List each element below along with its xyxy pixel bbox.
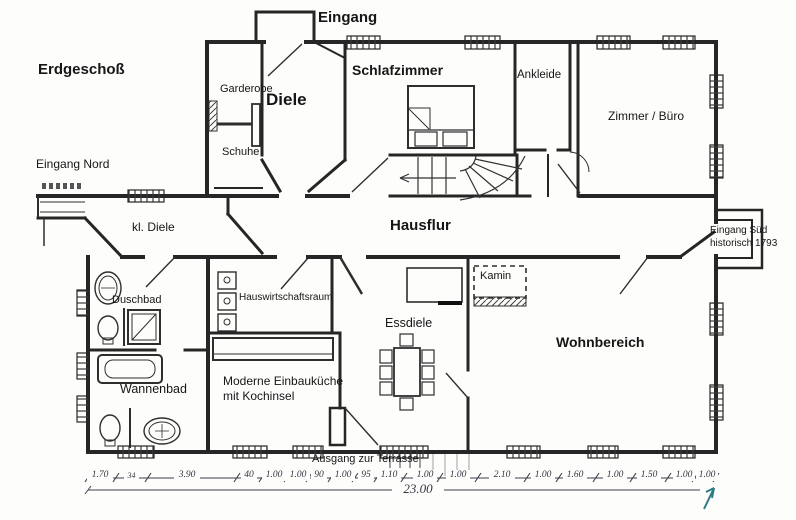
label-eingang: Eingang bbox=[318, 9, 378, 26]
dining-table-icon bbox=[379, 333, 435, 411]
dimension-value: 1.00 bbox=[673, 470, 695, 481]
label-eingang-sued: Eingang Süd bbox=[710, 225, 768, 236]
dimension-total: 23.00 bbox=[392, 482, 444, 495]
entrance-steps-icon bbox=[37, 183, 85, 246]
dimension-value: 1.70 bbox=[87, 470, 113, 481]
label-kueche-line2: mit Kochinsel bbox=[223, 389, 295, 403]
bath-partition-walls bbox=[123, 308, 131, 448]
bed-icon bbox=[407, 85, 475, 149]
label-essdiele: Essdiele bbox=[385, 316, 433, 330]
label-ausgang-terrasse: Ausgang zur Terrasse bbox=[312, 453, 419, 465]
bathtub-icon bbox=[97, 354, 163, 384]
toilet-icon bbox=[97, 315, 121, 447]
dimension-value: 90 bbox=[311, 470, 327, 481]
dimension-value: 1.00 bbox=[531, 470, 555, 481]
inner-walls bbox=[36, 10, 764, 454]
label-hauswirtschaftsraum: Hauswirtschaftsraum bbox=[239, 292, 333, 303]
washbasin-icon bbox=[94, 271, 181, 445]
door-leaves bbox=[145, 43, 649, 446]
label-eingang-sued-year: historisch 1793 bbox=[710, 238, 778, 249]
dimension-value: 1.00 bbox=[286, 470, 310, 481]
label-kl-diele: kl. Diele bbox=[132, 220, 175, 234]
windows bbox=[76, 35, 724, 459]
fireplace-icon bbox=[473, 265, 527, 307]
dimension-value: 1.00 bbox=[262, 470, 286, 481]
dimension-value: 1.00 bbox=[446, 470, 470, 481]
dimension-value: 1.50 bbox=[637, 470, 661, 481]
label-duschbad: Duschbad bbox=[112, 294, 162, 306]
wardrobe-icon bbox=[208, 100, 261, 147]
sideboard-icon bbox=[406, 267, 463, 305]
dimension-value: 1.00 bbox=[696, 470, 718, 481]
stairs-icon bbox=[399, 155, 526, 201]
label-zimmer-buero: Zimmer / Büro bbox=[608, 109, 685, 123]
appliances-icon bbox=[217, 271, 237, 332]
kitchen-counter-icon bbox=[212, 337, 334, 361]
dimension-value: 3.90 bbox=[174, 470, 200, 481]
floor-title: Erdgeschoß bbox=[38, 61, 125, 78]
label-garderobe: Garderobe bbox=[220, 83, 273, 95]
label-wohnbereich: Wohnbereich bbox=[556, 334, 645, 350]
label-schlafzimmer: Schlafzimmer bbox=[352, 62, 444, 78]
dimension-value: 95 bbox=[358, 470, 374, 481]
shower-icon bbox=[127, 309, 161, 345]
label-hausflur: Hausflur bbox=[390, 217, 451, 234]
label-eingang-nord: Eingang Nord bbox=[36, 157, 110, 171]
label-diele: Diele bbox=[266, 90, 307, 109]
label-wannenbad: Wannenbad bbox=[120, 382, 187, 396]
terrace-steps-icon bbox=[389, 454, 470, 476]
dimension-value: 2.10 bbox=[489, 470, 515, 481]
dimension-value: 1.60 bbox=[563, 470, 587, 481]
dimension-value: 1.00 bbox=[413, 470, 437, 481]
dimension-arrow-icon bbox=[703, 487, 715, 510]
label-ankleide: Ankleide bbox=[517, 69, 562, 81]
dimension-value: 34 bbox=[124, 470, 139, 481]
label-kueche-line1: Moderne Einbauküche bbox=[223, 374, 344, 388]
dimension-value: 1.00 bbox=[331, 470, 355, 481]
dimension-value: 1.00 bbox=[603, 470, 627, 481]
dimension-value: 1.10 bbox=[377, 470, 401, 481]
label-kamin: Kamin bbox=[480, 270, 512, 282]
dimension-value: 40 bbox=[241, 470, 257, 481]
label-schuhe: Schuhe bbox=[222, 146, 260, 158]
